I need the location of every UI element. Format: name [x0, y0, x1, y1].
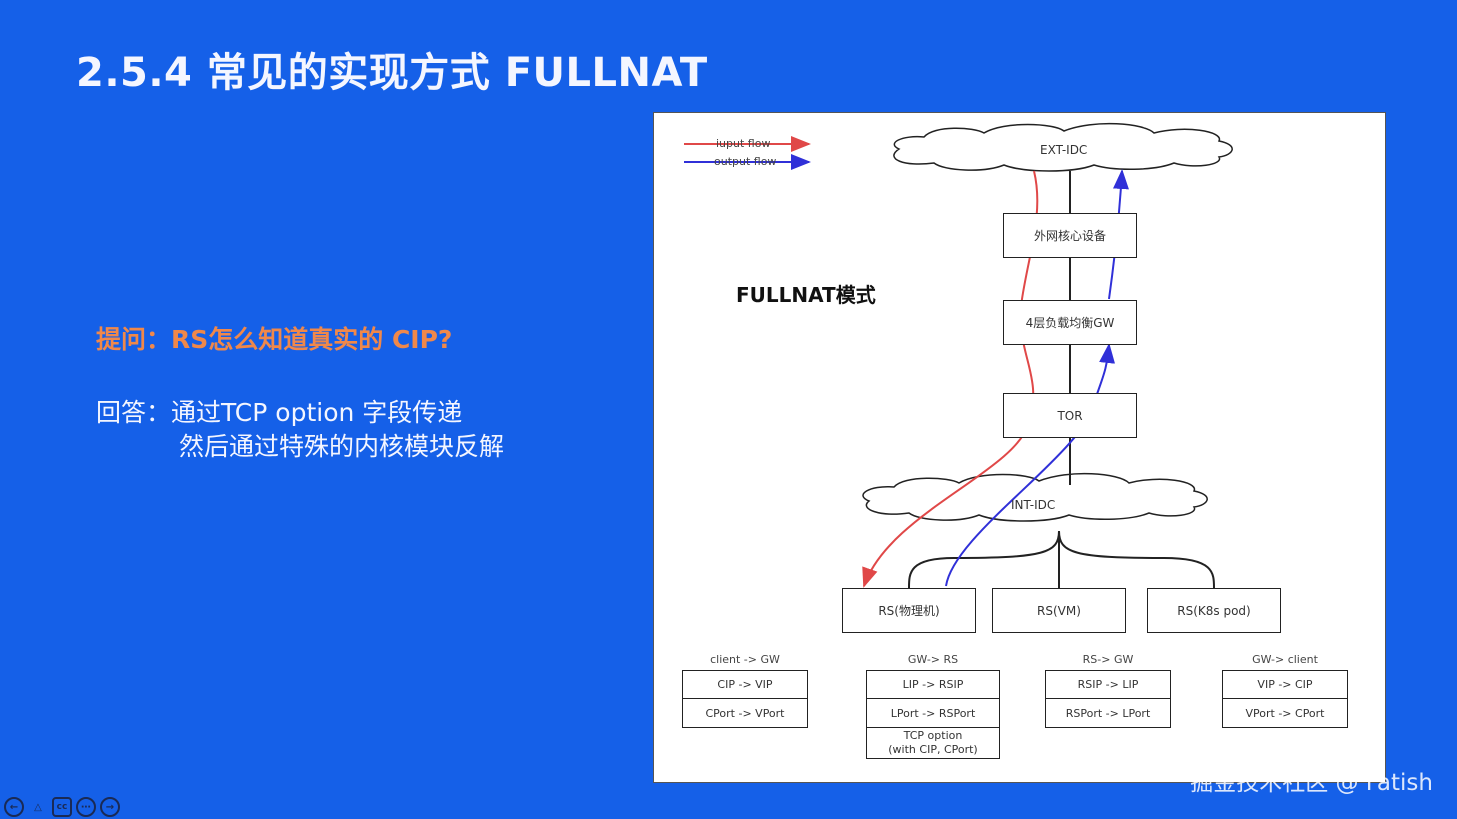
- table-cell: RSPort -> LPort: [1045, 698, 1171, 728]
- output-flow-path: [945, 343, 1116, 587]
- back-icon[interactable]: ←: [4, 797, 24, 817]
- diagram-panel: iuput flow output flow EXT-IDC INT-IDC F…: [653, 112, 1386, 783]
- table-rs-gw: RS-> GW RSIP -> LIP RSPort -> LPort: [1045, 653, 1171, 728]
- player-controls: ← △ cc ⋯ →: [4, 797, 120, 817]
- legend-output-label: output flow: [714, 155, 777, 168]
- table-cell-tcp-option: TCP option (with CIP, CPort): [866, 726, 1000, 759]
- table-cell: LPort -> RSPort: [866, 698, 1000, 728]
- warning-icon[interactable]: △: [34, 801, 42, 813]
- table-cell: RSIP -> LIP: [1045, 669, 1171, 700]
- table-header: RS-> GW: [1082, 653, 1134, 666]
- ext-idc-label: EXT-IDC: [1040, 143, 1088, 157]
- rs-vm-node: RS(VM): [992, 588, 1126, 633]
- forward-icon[interactable]: →: [100, 797, 120, 817]
- gw-node: 4层负载均衡GW: [1003, 300, 1137, 345]
- table-cell: VIP -> CIP: [1222, 669, 1348, 700]
- cc-icon[interactable]: cc: [52, 797, 72, 817]
- rs-k8s-node: RS(K8s pod): [1147, 588, 1281, 633]
- mode-label: FULLNAT模式: [736, 283, 876, 307]
- question-text: 提问：RS怎么知道真实的 CIP?: [96, 325, 453, 354]
- table-cell: CPort -> VPort: [682, 698, 808, 728]
- legend-input-label: iuput flow: [716, 137, 771, 150]
- answer-line-1: 回答：通过TCP option 字段传递: [96, 398, 463, 427]
- table-cell: LIP -> RSIP: [866, 669, 1000, 700]
- table-gw-client: GW-> client VIP -> CIP VPort -> CPort: [1222, 653, 1348, 728]
- int-idc-label: INT-IDC: [1011, 498, 1056, 512]
- diagram-svg: [684, 122, 1233, 589]
- answer-text: 回答：通过TCP option 字段传递 然后通过特殊的内核模块反解: [96, 396, 504, 464]
- table-cell: VPort -> CPort: [1222, 698, 1348, 728]
- table-header: GW-> RS: [907, 653, 959, 666]
- answer-line-2: 然后通过特殊的内核模块反解: [179, 432, 505, 461]
- more-icon[interactable]: ⋯: [76, 797, 96, 817]
- table-gw-rs: GW-> RS LIP -> RSIP LPort -> RSPort TCP …: [866, 653, 1000, 759]
- tcp-option-line-2: (with CIP, CPort): [888, 742, 978, 756]
- tcp-option-line-1: TCP option: [903, 728, 963, 742]
- watermark: 掘金技术社区 @ Fatish: [1190, 770, 1433, 796]
- ext-idc-cloud: [893, 122, 1233, 172]
- table-client-gw: client -> GW CIP -> VIP CPort -> VPort: [682, 653, 808, 728]
- core-device-node: 外网核心设备: [1003, 213, 1137, 258]
- tor-node: TOR: [1003, 393, 1137, 438]
- int-idc-cloud: [862, 472, 1208, 522]
- table-header: client -> GW: [710, 653, 780, 666]
- slide-title: 2.5.4 常见的实现方式 FULLNAT: [76, 50, 708, 96]
- table-header: GW-> client: [1252, 653, 1318, 666]
- rs-physical-node: RS(物理机): [842, 588, 976, 633]
- table-cell: CIP -> VIP: [682, 669, 808, 700]
